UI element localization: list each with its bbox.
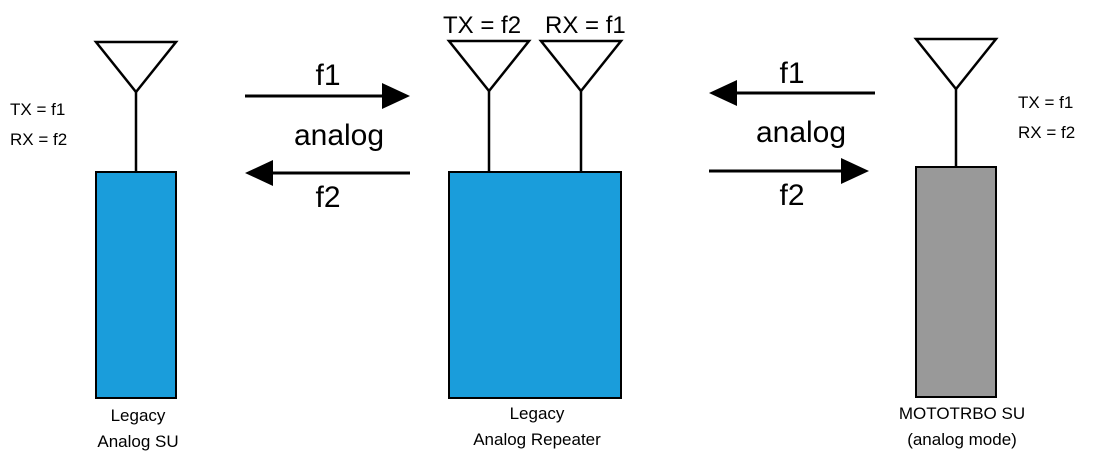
right-lower-frequency: f2 (779, 179, 804, 212)
left-link: f1 analog f2 (245, 59, 410, 214)
right-device-name-line1: MOTOTRBO SU (899, 404, 1025, 423)
left-rx-label: RX = f2 (10, 130, 67, 149)
repeater-name-line2: Analog Repeater (473, 430, 601, 449)
left-device-name-line1: Legacy (111, 406, 166, 425)
repeater-name-line1: Legacy (510, 404, 565, 423)
repeater-tx-label: TX = f2 (443, 12, 521, 39)
right-rx-label: RX = f2 (1018, 123, 1075, 142)
repeater-rx-antenna-icon (538, 39, 624, 94)
repeater-rx-label: RX = f1 (545, 12, 626, 39)
left-device-body (95, 171, 177, 399)
right-link: f1 analog f2 (709, 57, 875, 212)
right-device-body (915, 166, 997, 398)
right-antenna-icon (913, 37, 999, 92)
left-arrow-icon (709, 80, 737, 106)
right-device-name-line2: (analog mode) (907, 430, 1017, 449)
right-tx-label: TX = f1 (1018, 93, 1073, 112)
left-tx-label: TX = f1 (10, 100, 65, 119)
left-device-name-line2: Analog SU (97, 432, 178, 451)
left-link-mode: analog (294, 119, 384, 152)
left-upper-frequency: f1 (315, 59, 340, 92)
legacy-analog-su: TX = f1 RX = f2 Legacy Analog SU (10, 40, 179, 451)
left-lower-frequency: f2 (315, 181, 340, 214)
left-antenna-icon (93, 40, 179, 95)
legacy-analog-repeater: TX = f2 RX = f1 Legacy Analog Repeater (443, 12, 626, 449)
mototrbo-su: TX = f1 RX = f2 MOTOTRBO SU (analog mode… (899, 37, 1075, 449)
repeater-tx-antenna-icon (446, 39, 532, 94)
right-upper-frequency: f1 (779, 57, 804, 90)
repeater-device-body (448, 171, 622, 399)
left-arrow-icon (245, 160, 273, 186)
right-link-mode: analog (756, 116, 846, 149)
right-arrow-icon (841, 158, 869, 184)
right-arrow-icon (382, 83, 410, 109)
